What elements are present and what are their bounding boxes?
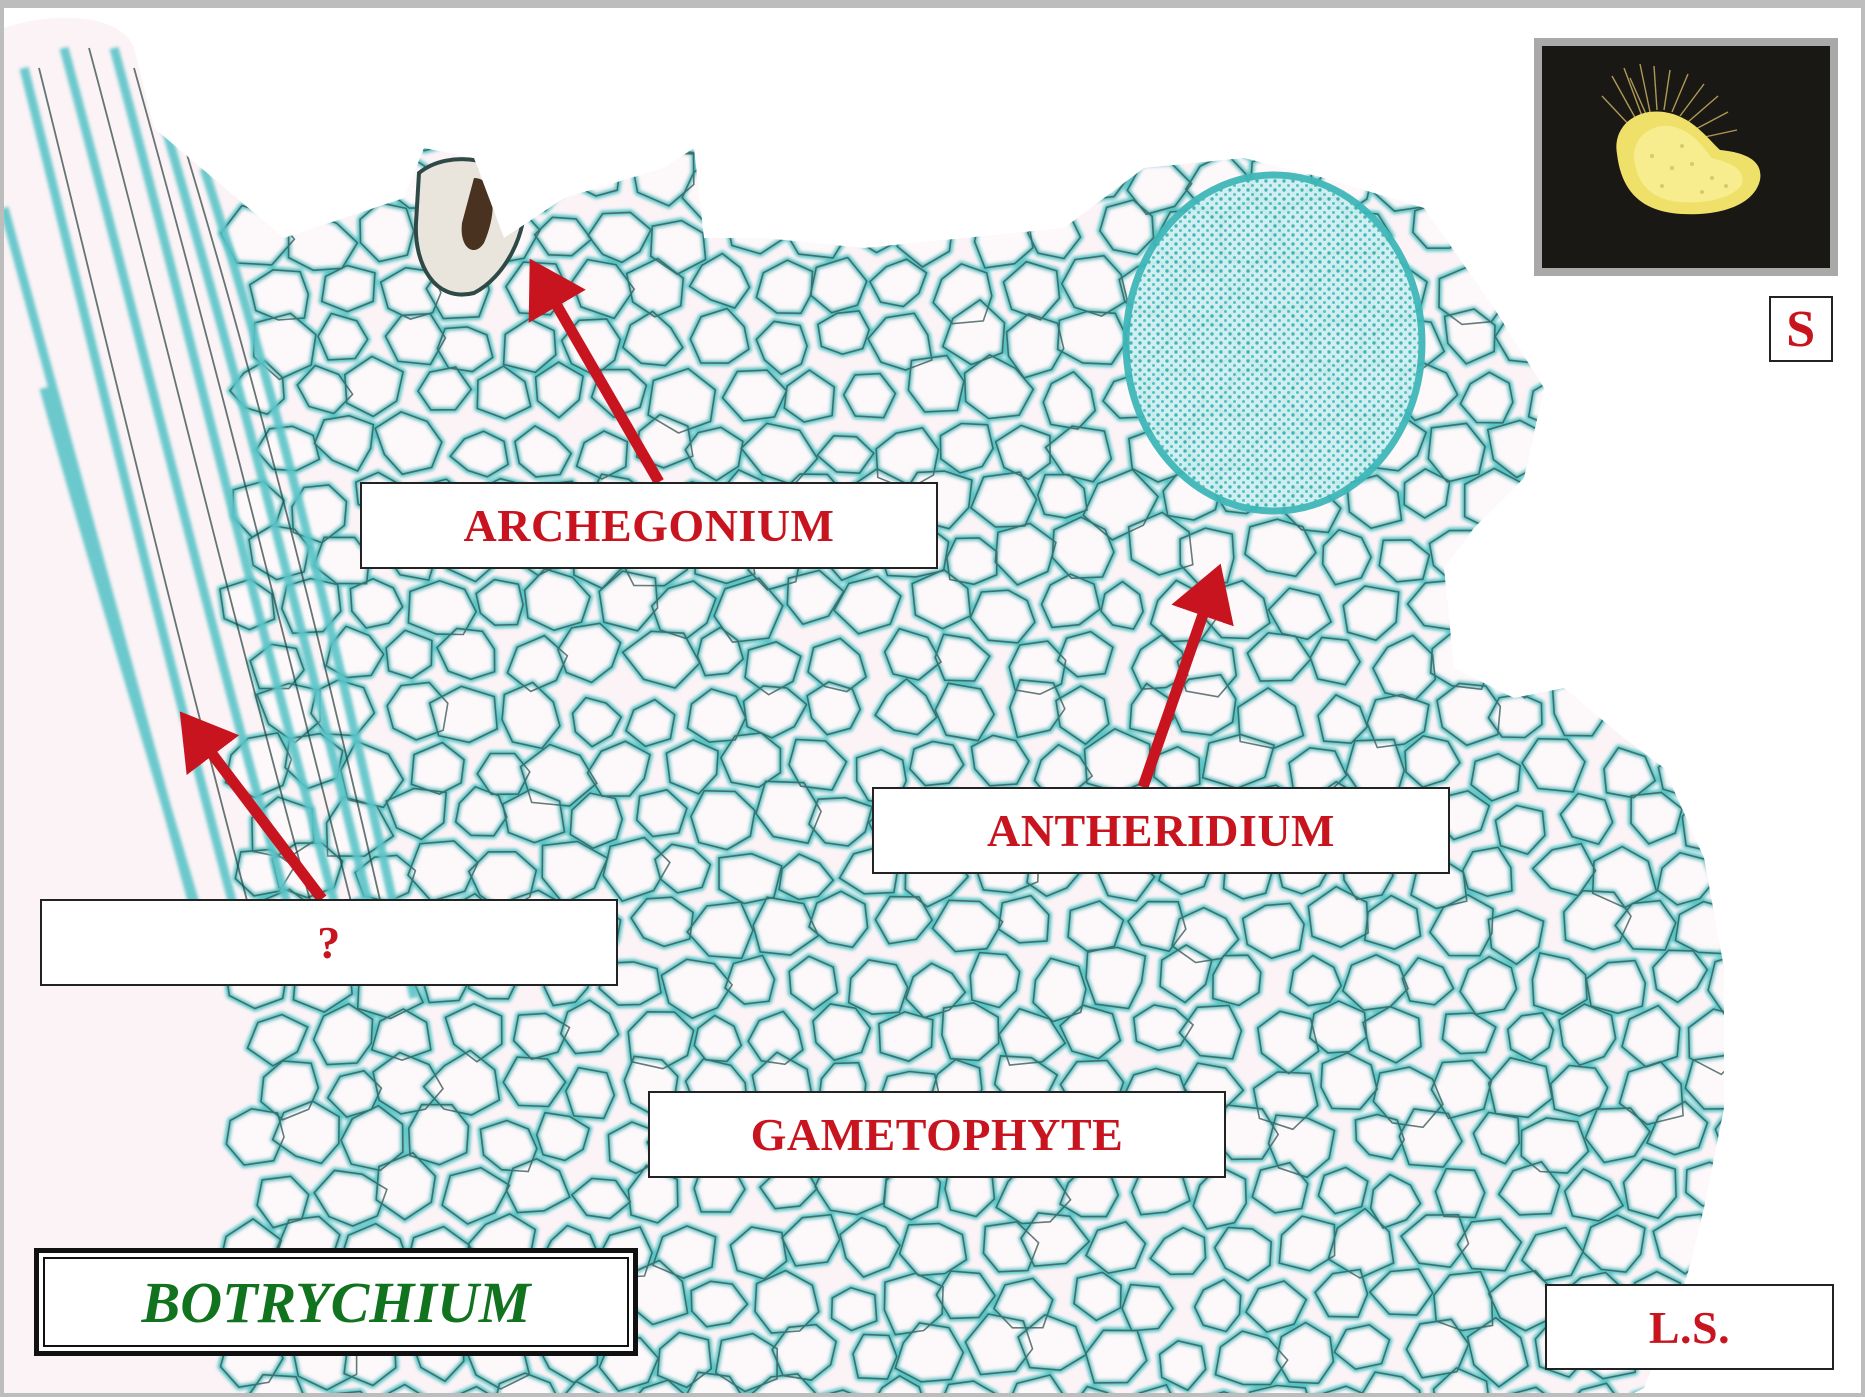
tissue-cell [360,203,414,262]
inset-photo [1534,38,1838,276]
genus-title: BOTRYCHIUM [43,1257,629,1347]
tissue-cell [599,571,657,631]
tissue-cell [971,472,1037,527]
tissue-cell [1038,475,1087,518]
tissue-cell [908,356,964,412]
tissue-cell [535,217,592,255]
tissue-cell [1122,1285,1173,1331]
antheridium-label: ANTHERIDIUM [872,787,1450,874]
gametophyte-label: GAMETOPHYTE [648,1091,1226,1178]
tissue-cell [942,1003,999,1061]
tissue-cell [1473,1112,1519,1163]
inset-marker-label: S [1769,296,1833,362]
section-type-label: L.S. [1545,1284,1834,1370]
tissue-cell [1086,1330,1147,1383]
genus-title-box: BOTRYCHIUM [34,1248,638,1356]
tissue-cell [1180,528,1234,584]
tissue-cell [1086,947,1145,1008]
tissue-cell [476,580,523,626]
tissue-cell [1343,955,1408,1010]
tissue-cell [1379,540,1429,582]
unknown-structure-label: ? [40,899,618,986]
archegonium-label: ARCHEGONIUM [360,482,938,569]
tissue-cell [386,314,446,365]
tissue-cell [1631,792,1682,844]
tissue-cell [936,1271,995,1318]
tissue-cell [725,955,774,1004]
